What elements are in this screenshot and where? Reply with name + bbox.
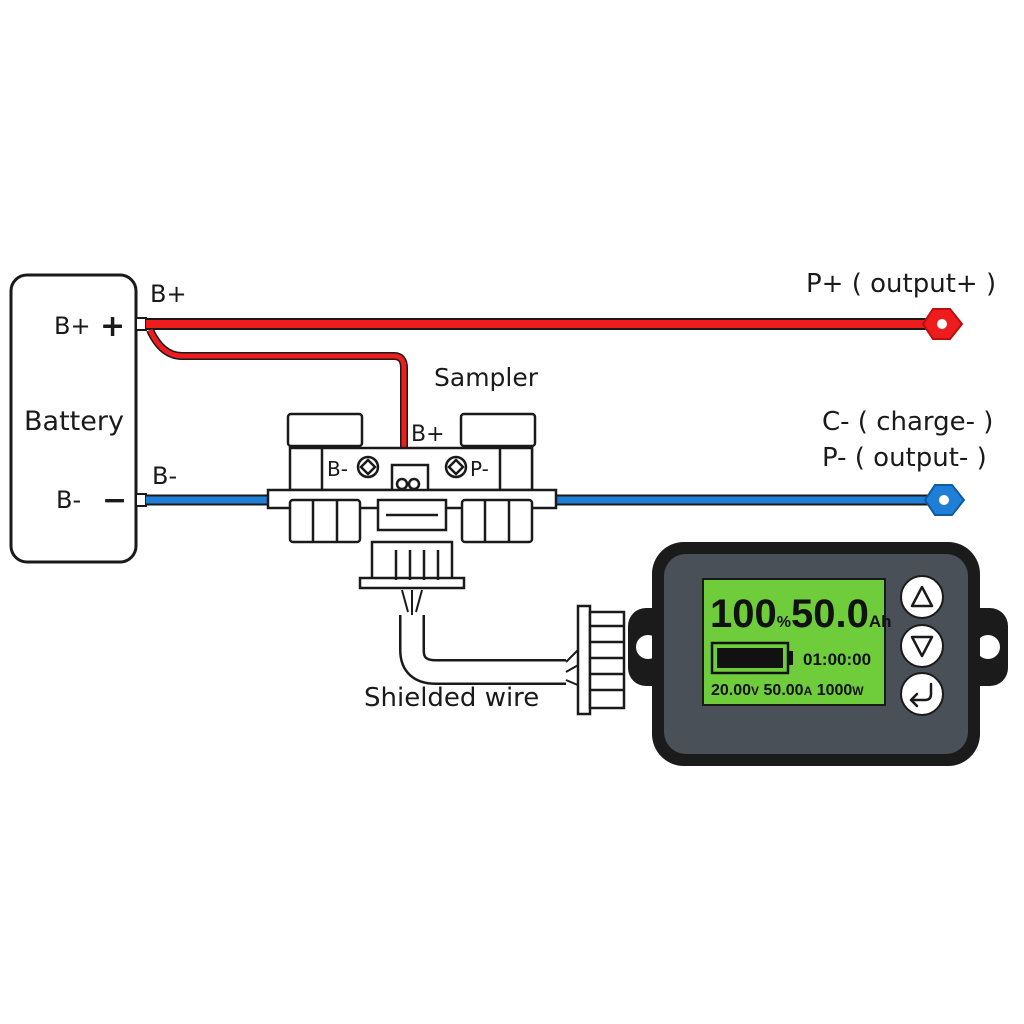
battery-plus-symbol: + — [100, 309, 125, 344]
lcd-percent-value: 100 — [710, 592, 777, 636]
negative-wire-label: B- — [152, 462, 177, 490]
lcd-current-value: 50.00 — [764, 682, 804, 699]
meter-enter-button[interactable] — [900, 672, 944, 716]
battery-plus-label: B+ — [54, 312, 91, 340]
meter-down-button[interactable] — [900, 624, 944, 668]
shielded-wire-label: Shielded wire — [364, 683, 539, 713]
lcd-voltage-value: 20.00 — [711, 682, 751, 699]
positive-wire — [146, 308, 964, 478]
lcd-time: 01:00:00 — [803, 650, 871, 669]
svg-text:20.00V 50.00A 1000: 20.00V 50.00A 1000W — [711, 682, 864, 699]
battery: Battery B+ + B- − — [9, 273, 147, 564]
sampler — [266, 412, 558, 590]
negative-wire — [146, 484, 966, 516]
lcd-capacity-value: 50.0 — [791, 592, 869, 636]
battery-minus-label: B- — [56, 486, 81, 514]
meter: 100%50.0Ah 01:00:00 20.00V 50.00A 1000W — [628, 542, 1008, 766]
lcd-battery-gauge-icon — [710, 641, 793, 675]
lcd-voltage-unit: V — [751, 684, 759, 698]
lcd-power-value: 1000 — [817, 682, 853, 699]
down-arrow-icon — [910, 635, 934, 658]
c-minus-charge-label: C- ( charge- ) — [822, 407, 993, 437]
lcd-current-unit: A — [804, 684, 813, 698]
lcd-percent-unit: % — [777, 614, 791, 631]
positive-wire-label: B+ — [150, 280, 187, 308]
connector-plug — [576, 604, 626, 716]
sense-terminal-right-icon — [407, 477, 421, 491]
lcd-battery-gauge-fill — [717, 648, 783, 668]
battery-minus-terminal — [135, 493, 147, 507]
p-plus-output-label: P+ ( output+ ) — [806, 269, 996, 299]
enter-icon — [909, 682, 933, 708]
svg-text:100%50.0Ah: 100%50.0Ah — [710, 592, 892, 636]
sampler-b-minus-label: B- — [327, 457, 348, 481]
meter-up-button[interactable] — [900, 575, 944, 619]
shielded-wire — [399, 589, 581, 687]
sampler-title: Sampler — [434, 363, 539, 392]
lcd-capacity-unit: Ah — [869, 612, 892, 631]
sampler-p-minus-label: P- — [470, 457, 489, 481]
up-arrow-icon — [910, 585, 934, 608]
battery-title: Battery — [24, 406, 124, 437]
lcd-power-unit: W — [852, 684, 864, 698]
battery-body — [9, 273, 138, 564]
sense-terminal-left-icon — [395, 477, 409, 491]
battery-plus-terminal — [135, 317, 147, 331]
p-minus-output-label: P- ( output- ) — [822, 443, 987, 473]
battery-minus-symbol: − — [102, 483, 127, 518]
sampler-b-plus-label: B+ — [411, 422, 445, 447]
